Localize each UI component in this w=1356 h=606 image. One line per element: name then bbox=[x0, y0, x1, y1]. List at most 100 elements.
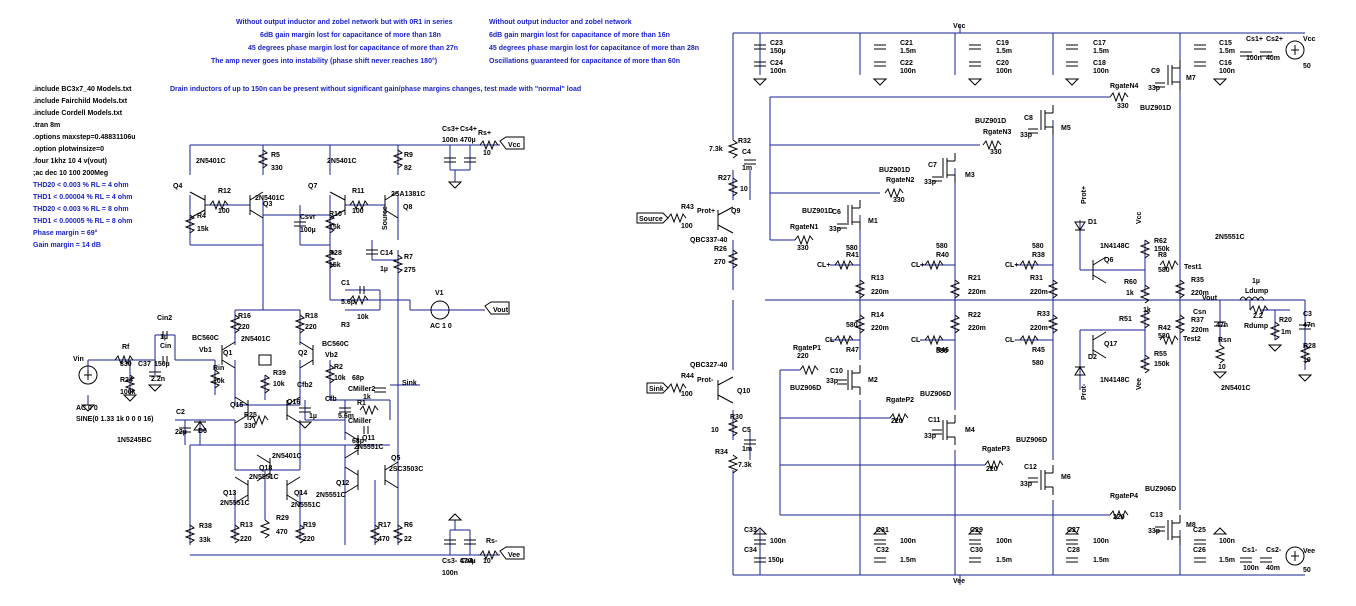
resistor-r22 bbox=[949, 314, 961, 334]
right-part-label-80: 1N4148C bbox=[1100, 243, 1130, 250]
right-part-label-151: C5 bbox=[742, 427, 751, 434]
resistor-r28-out bbox=[1299, 344, 1311, 364]
right-part-label-67: R40 bbox=[936, 252, 949, 259]
left-part-label-108: R6 bbox=[404, 522, 413, 529]
capacitor-c15-c16 bbox=[1194, 44, 1206, 67]
resistor-r34 bbox=[727, 454, 739, 474]
right-part-label-112: C3 bbox=[1303, 311, 1312, 318]
right-part-label-53: BUZ901D bbox=[802, 208, 833, 215]
right-part-label-135: Vee bbox=[1136, 378, 1143, 390]
right-part-label-26: C9 bbox=[1151, 68, 1160, 75]
resistor-rs-minus bbox=[479, 549, 499, 561]
notes-left: Without output inductor and zobel networ… bbox=[211, 19, 458, 65]
resistor-r24 bbox=[124, 374, 136, 394]
right-part-label-129: R45 bbox=[1032, 347, 1045, 354]
left-part-label-45: Vb1 bbox=[199, 347, 212, 354]
right-part-label-46: RgateN2 bbox=[886, 177, 915, 184]
right-schematic-wires bbox=[732, 25, 1306, 585]
resistor-rgatep4 bbox=[1109, 509, 1129, 521]
capacitor-c6-gate bbox=[837, 223, 847, 229]
left-part-label-87: 2N5401C bbox=[272, 453, 302, 460]
left-part-label-60: Rin bbox=[213, 365, 224, 372]
resistor-r37 bbox=[1174, 314, 1186, 334]
left-part-label-9: 15k bbox=[197, 226, 209, 233]
right-part-label-75: 220m bbox=[968, 289, 986, 296]
ground-rsn bbox=[1212, 371, 1228, 379]
left-part-label-15: Q7 bbox=[308, 183, 317, 190]
right-part-label-16: C15 bbox=[1219, 40, 1232, 47]
voltage-source-vee bbox=[1285, 546, 1305, 566]
right-part-label-180: 1.5m bbox=[900, 557, 916, 564]
left-part-label-92: Q12 bbox=[336, 480, 349, 487]
ground-top-5 bbox=[1212, 78, 1228, 86]
right-part-label-29: RgateN4 bbox=[1110, 83, 1139, 90]
right-part-label-37: 330 bbox=[990, 149, 1002, 156]
left-part-label-71: CMiller2 bbox=[348, 386, 375, 393]
right-part-label-5: 1.5m bbox=[900, 48, 916, 55]
mosfet-m1 bbox=[847, 200, 861, 230]
left-part-label-110: Rs- bbox=[486, 538, 498, 545]
ground-bottom-1 bbox=[752, 527, 768, 535]
resistor-rsn bbox=[1214, 344, 1226, 364]
left-part-label-63: 10k bbox=[273, 381, 285, 388]
resistor-r17 bbox=[369, 524, 381, 544]
ground-r24 bbox=[122, 394, 138, 402]
right-part-label-147: Prot- bbox=[697, 377, 714, 384]
transistor-q6 bbox=[1092, 256, 1107, 284]
note-left-1: Without output inductor and zobel networ… bbox=[236, 19, 453, 26]
notes-right: Without output inductor and zobel networ… bbox=[489, 19, 699, 65]
right-part-label-186: 100n bbox=[1093, 538, 1109, 545]
left-part-label-95: Q14 bbox=[294, 490, 307, 497]
resistor-r40 bbox=[924, 259, 944, 271]
right-part-label-191: C26 bbox=[1193, 547, 1206, 554]
right-part-label-164: C12 bbox=[1024, 464, 1037, 471]
right-part-label-160: M4 bbox=[965, 427, 975, 434]
resistor-r2 bbox=[324, 364, 336, 384]
right-part-label-140: C10 bbox=[830, 368, 843, 375]
resistor-r31 bbox=[1047, 279, 1059, 299]
resistor-r11 bbox=[349, 199, 369, 211]
left-part-label-86: 2N5551C bbox=[354, 444, 384, 451]
right-part-label-119: Q17 bbox=[1104, 341, 1117, 348]
left-part-label-104: R38 bbox=[199, 523, 212, 530]
capacitor-cfb bbox=[339, 407, 351, 413]
transistor-q5 bbox=[384, 461, 399, 489]
left-part-label-61: 10k bbox=[213, 378, 225, 385]
left-part-label-46: Q1 bbox=[223, 350, 232, 357]
ground-bottom-3 bbox=[967, 527, 983, 535]
right-part-label-1: 150µ bbox=[770, 48, 786, 55]
right-part-label-31: BUZ901D bbox=[1140, 105, 1171, 112]
vcc-source-symbol bbox=[1291, 45, 1299, 55]
right-part-label-144: QBC327-40 bbox=[690, 362, 727, 369]
right-part-label-64: R41 bbox=[846, 252, 859, 259]
capacitor-cin2 bbox=[162, 331, 168, 339]
left-part-label-18: 2SA1381C bbox=[391, 191, 425, 198]
resistor-rgaten1 bbox=[794, 234, 814, 246]
left-part-label-66: 68p bbox=[352, 375, 364, 382]
capacitor-c1 bbox=[359, 286, 365, 294]
left-part-label-51: 1µ bbox=[160, 334, 168, 341]
resistor-r1 bbox=[359, 404, 379, 416]
directive-4: .tran 8m bbox=[33, 122, 60, 129]
right-part-label-105: R37 bbox=[1191, 317, 1204, 324]
ground-left-bottom bbox=[447, 513, 463, 521]
transistor-q15 bbox=[234, 396, 249, 424]
capacitor-cmiller2 bbox=[374, 387, 386, 393]
right-part-label-131: D2 bbox=[1088, 354, 1097, 361]
right-part-label-197: Vee bbox=[1303, 548, 1315, 555]
capacitor-cmiller bbox=[363, 426, 369, 434]
left-part-label-16: R11 bbox=[352, 188, 365, 195]
note-right-1: Without output inductor and zobel networ… bbox=[489, 19, 632, 26]
left-part-label-34: 10 bbox=[483, 150, 491, 157]
left-part-label-69: 1µ bbox=[309, 413, 317, 420]
capacitor-c10 bbox=[837, 379, 847, 385]
right-part-label-27: 33p bbox=[1148, 85, 1160, 92]
resistor-r45 bbox=[1019, 334, 1039, 346]
ground-bottom-4 bbox=[1064, 527, 1080, 535]
right-part-label-11: 100n bbox=[996, 68, 1012, 75]
right-part-label-179: C32 bbox=[876, 547, 889, 554]
right-part-label-23: 40m bbox=[1266, 55, 1280, 62]
left-part-label-67: Cfb2 bbox=[297, 382, 313, 389]
left-part-label-70: 5.6m bbox=[338, 413, 354, 420]
right-part-label-149: R30 bbox=[730, 414, 743, 421]
